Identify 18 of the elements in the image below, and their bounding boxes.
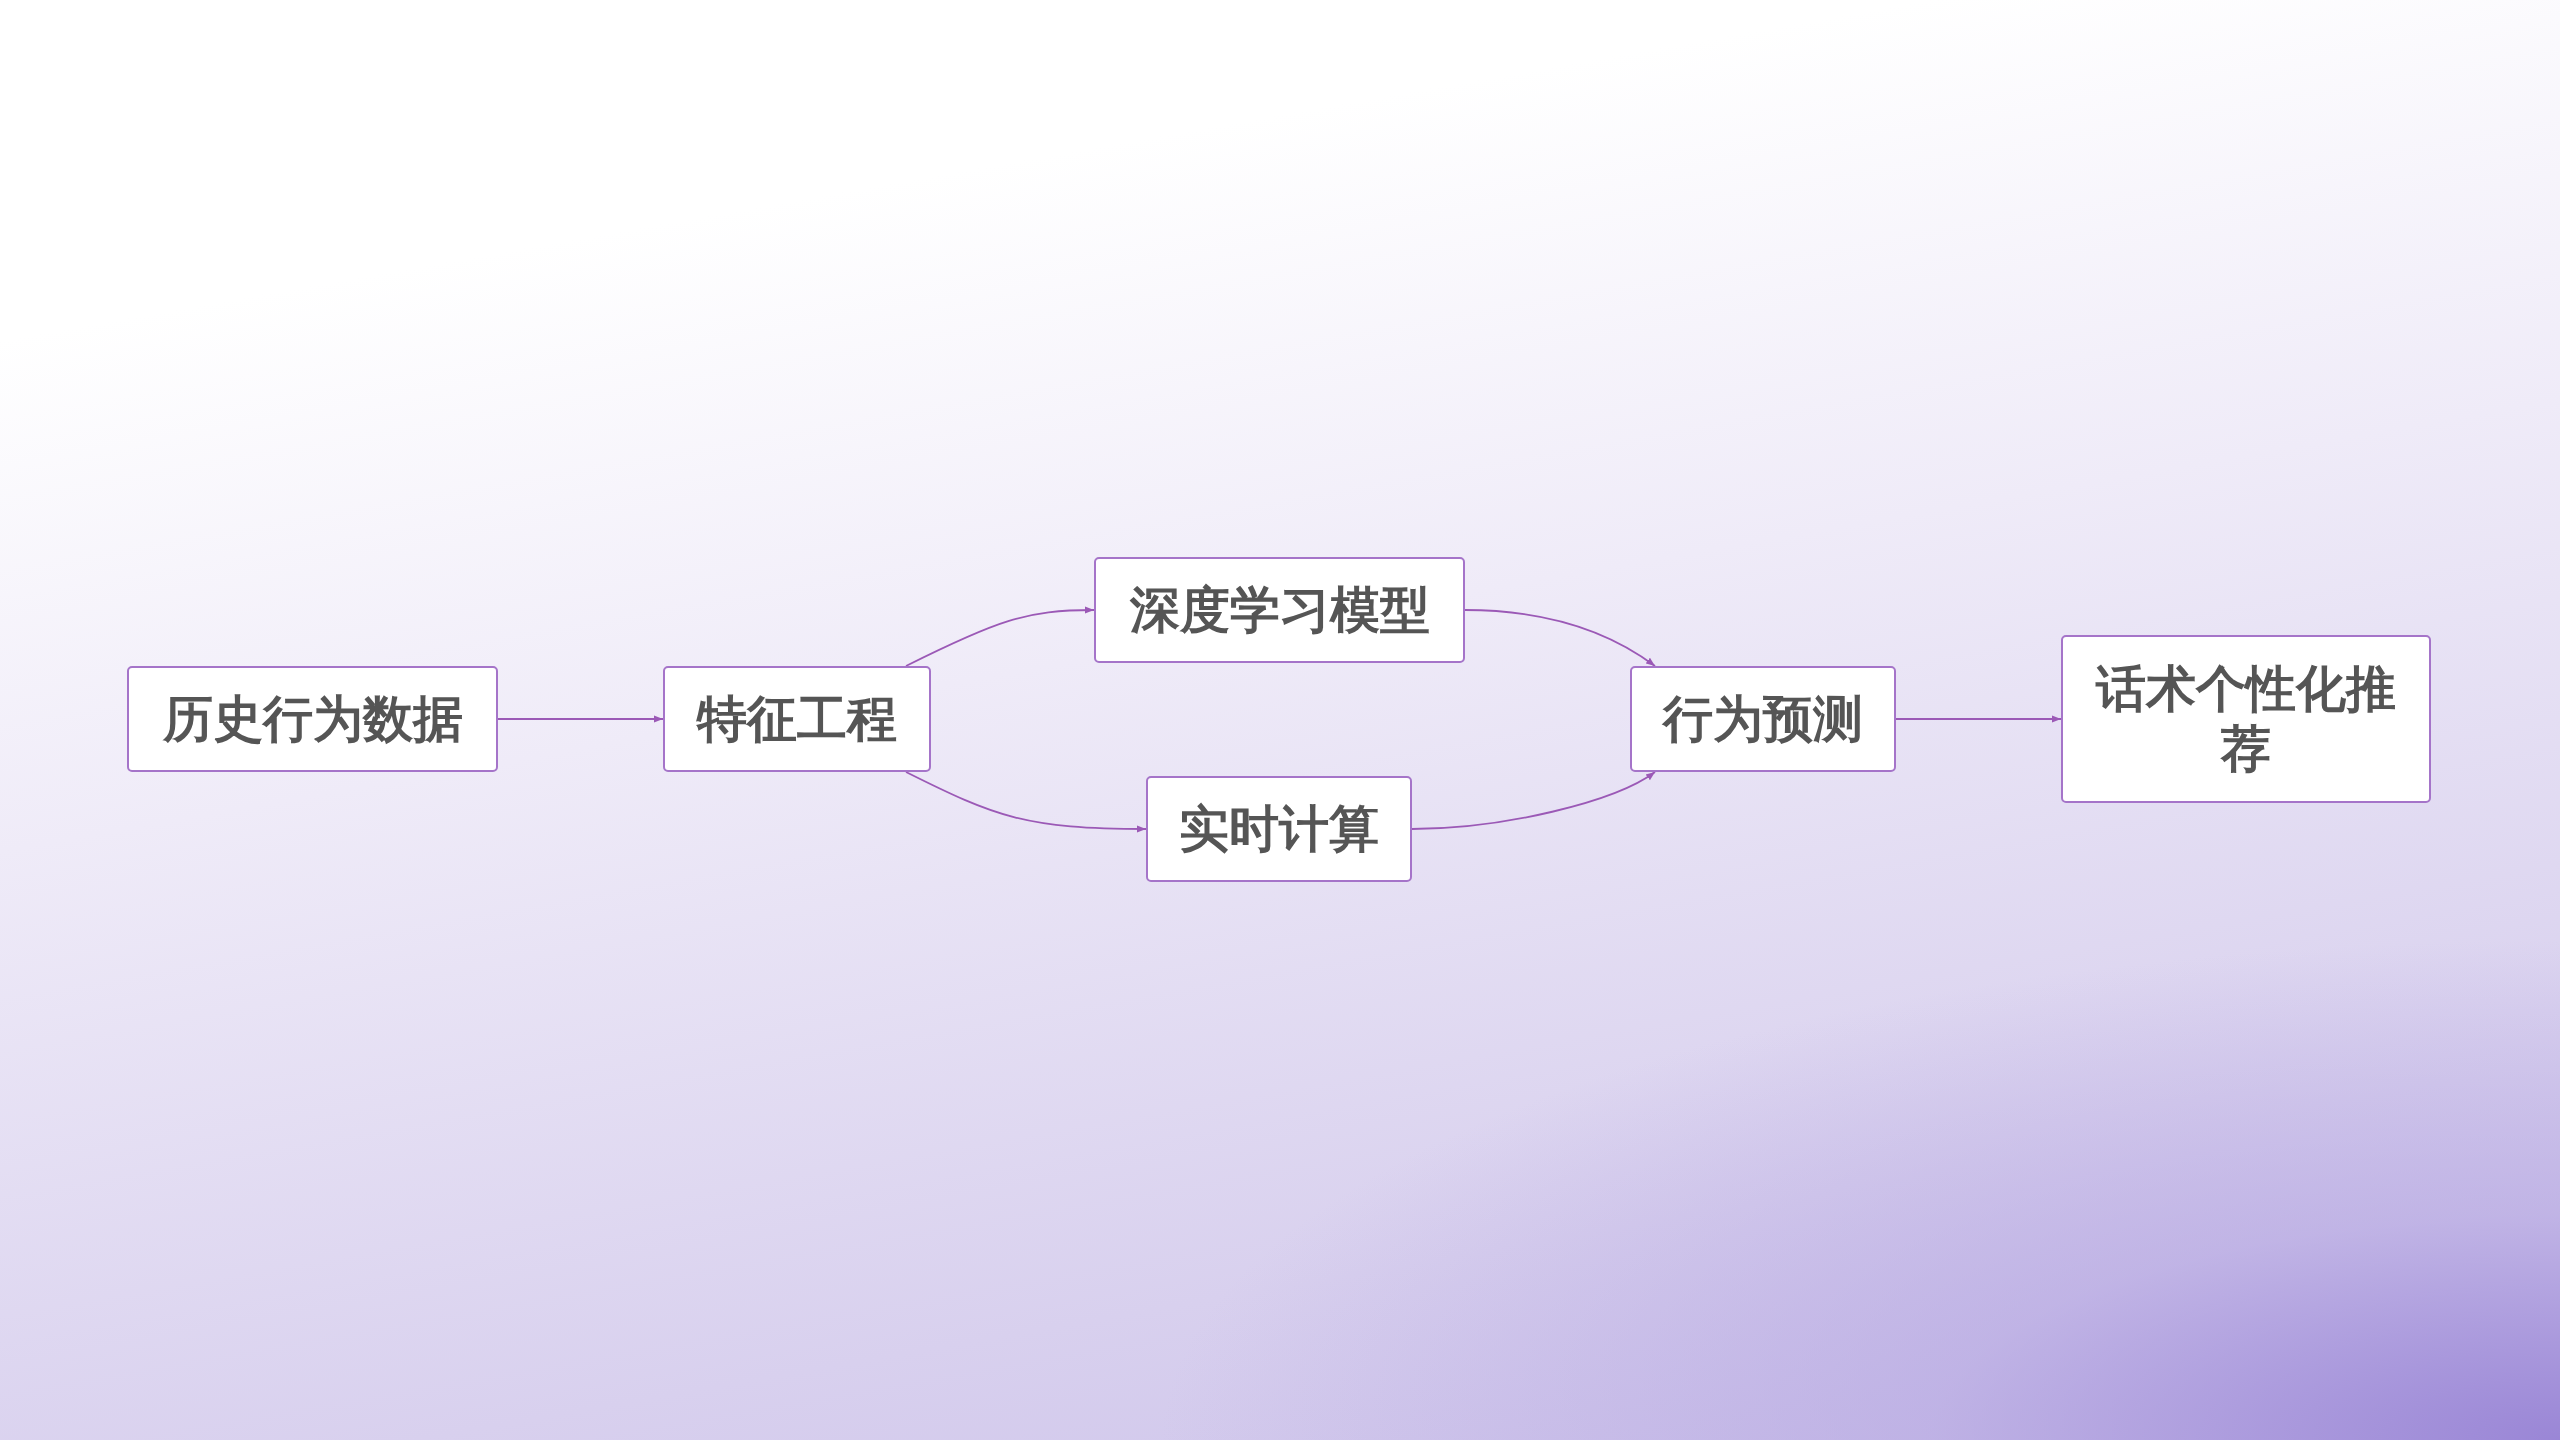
arrow bbox=[497, 715, 664, 723]
process-box bbox=[1630, 666, 1896, 772]
node-label: 特征工程 bbox=[697, 689, 897, 749]
node-label: 实时计算 bbox=[1179, 799, 1379, 859]
process-box bbox=[1146, 776, 1412, 882]
arrow bbox=[905, 606, 1095, 667]
process-box bbox=[2061, 635, 2431, 803]
arrow bbox=[1411, 771, 1656, 830]
process-box bbox=[1094, 557, 1465, 663]
process-box bbox=[663, 666, 931, 772]
arrow bbox=[1464, 609, 1656, 667]
node-label: 话术个性化推荐 bbox=[2094, 659, 2397, 779]
node-label: 行为预测 bbox=[1663, 689, 1863, 749]
arrow bbox=[1895, 715, 2062, 723]
node-label: 历史行为数据 bbox=[162, 689, 463, 749]
process-box bbox=[127, 666, 498, 772]
arrow bbox=[905, 771, 1147, 833]
node-label: 深度学习模型 bbox=[1129, 580, 1430, 640]
